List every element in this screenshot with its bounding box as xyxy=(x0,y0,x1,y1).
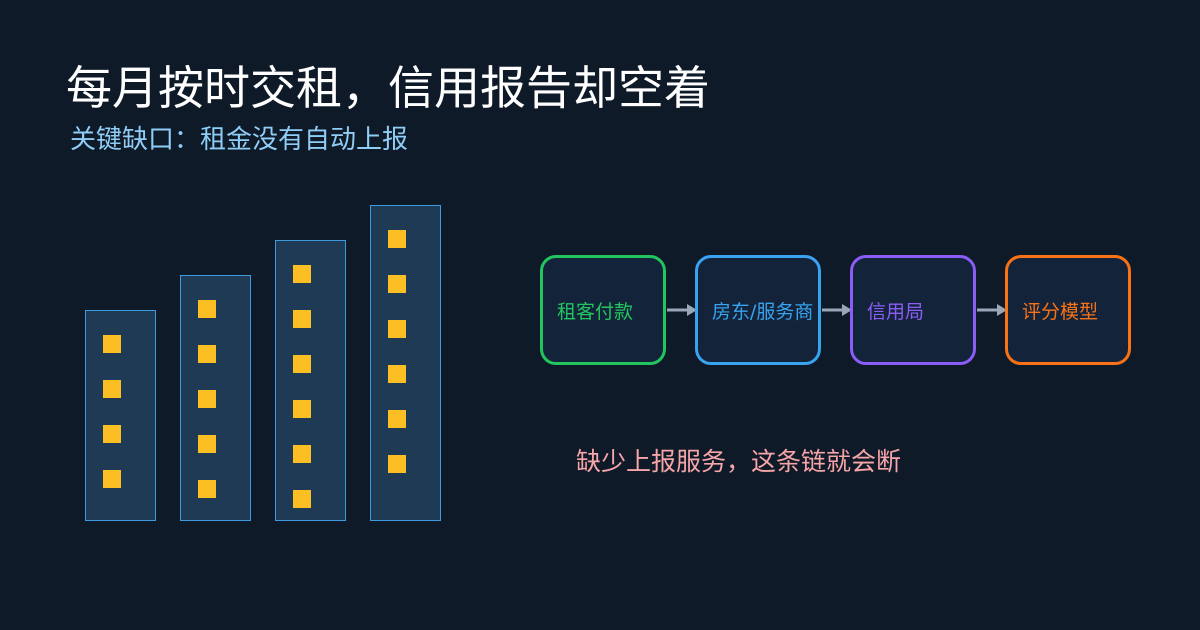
building-4 xyxy=(370,205,441,521)
building-1 xyxy=(85,310,156,521)
building-window xyxy=(388,410,406,428)
building-window xyxy=(388,455,406,473)
flow-node-label: 评分模型 xyxy=(1022,300,1099,323)
building-window xyxy=(198,300,216,318)
building-3 xyxy=(275,240,346,521)
flow-node-landlord-service: 房东/服务商 xyxy=(695,255,821,365)
flow-node-scoring-model: 评分模型 xyxy=(1005,255,1131,365)
warning-note: 缺少上报服务，这条链就会断 xyxy=(576,447,902,476)
building-window xyxy=(293,445,311,463)
building-window xyxy=(198,435,216,453)
building-window xyxy=(293,355,311,373)
arrow-right-icon xyxy=(667,304,697,316)
building-window xyxy=(103,470,121,488)
page-title: 每月按时交租，信用报告却空着 xyxy=(66,61,710,115)
flow-node-label: 房东/服务商 xyxy=(712,300,814,323)
building-window xyxy=(198,345,216,363)
flow-node-label: 信用局 xyxy=(867,300,925,323)
building-window xyxy=(388,230,406,248)
building-window xyxy=(293,490,311,508)
flow-node-credit-bureau: 信用局 xyxy=(850,255,976,365)
building-window xyxy=(293,265,311,283)
building-window xyxy=(388,275,406,293)
arrow-right-icon xyxy=(977,304,1007,316)
building-window xyxy=(388,365,406,383)
page-subtitle: 关键缺口：租金没有自动上报 xyxy=(70,125,409,155)
building-window xyxy=(293,310,311,328)
building-window xyxy=(388,320,406,338)
building-window xyxy=(198,390,216,408)
flow-node-tenant-payment: 租客付款 xyxy=(540,255,666,365)
building-window xyxy=(198,480,216,498)
building-2 xyxy=(180,275,251,521)
building-window xyxy=(293,400,311,418)
building-window xyxy=(103,380,121,398)
arrow-right-icon xyxy=(822,304,852,316)
building-window xyxy=(103,335,121,353)
flow-node-label: 租客付款 xyxy=(557,300,634,323)
building-window xyxy=(103,425,121,443)
